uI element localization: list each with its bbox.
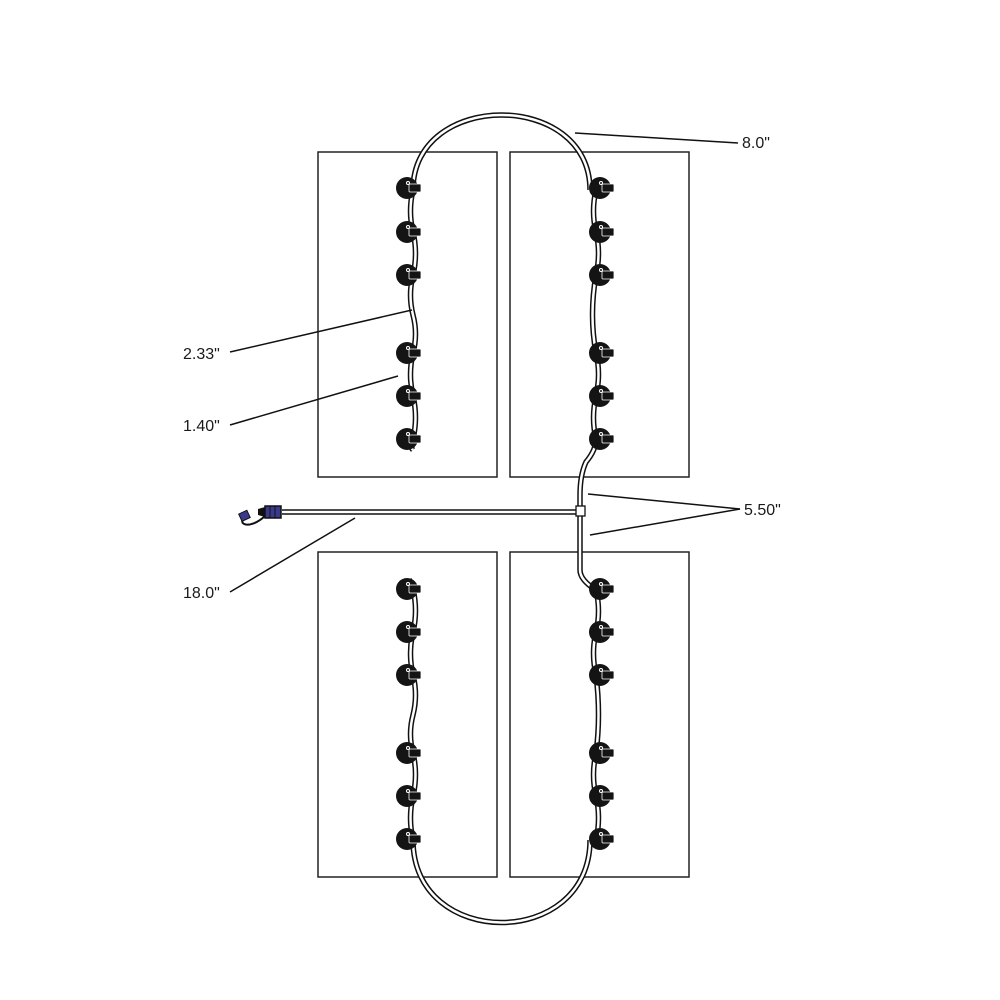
bulb-icon (396, 177, 422, 199)
loop-length-label: 8.0" (742, 135, 770, 152)
panel-top-left (317, 151, 498, 478)
cable-segment (411, 839, 592, 924)
panel-bottom-right (509, 551, 690, 878)
bulb-icon (396, 828, 422, 850)
cable-segment (410, 839, 593, 926)
bulb-icon (589, 828, 615, 850)
bulb-spacing-label: 1.40" (183, 418, 220, 435)
cable-segment (411, 113, 592, 191)
panel-top-right (509, 151, 690, 478)
bulb-icon (589, 578, 615, 600)
bulb-icon (396, 785, 422, 807)
bulb-icon (396, 621, 422, 643)
cable (282, 112, 602, 926)
bulb-icon (396, 428, 422, 450)
bulb-icon (396, 342, 422, 364)
lead-length-label: 18.0" (183, 585, 220, 602)
bulb-icon (589, 785, 615, 807)
tee-offset-label: 5.50" (744, 502, 781, 519)
bulb-icon (396, 578, 422, 600)
panel-bottom-left (317, 551, 498, 878)
bulb-icon (396, 264, 422, 286)
leader-lines (229, 132, 741, 593)
bulb-icon (396, 385, 422, 407)
bulb-icon (589, 264, 615, 286)
bulb-icon (589, 177, 615, 199)
bulbs (396, 177, 615, 850)
bulb-icon (396, 664, 422, 686)
bulb-icon (589, 742, 615, 764)
bulb-icon (589, 428, 615, 450)
bulb-icon (589, 664, 615, 686)
bulb-icon (396, 221, 422, 243)
bulb-icon (589, 385, 615, 407)
bulb-icon (589, 621, 615, 643)
lead-plug (238, 505, 282, 526)
group-spacing-label: 2.33" (183, 346, 220, 363)
bulb-icon (396, 742, 422, 764)
tee-connector (575, 505, 586, 517)
bulb-icon (589, 221, 615, 243)
bulb-icon (589, 342, 615, 364)
